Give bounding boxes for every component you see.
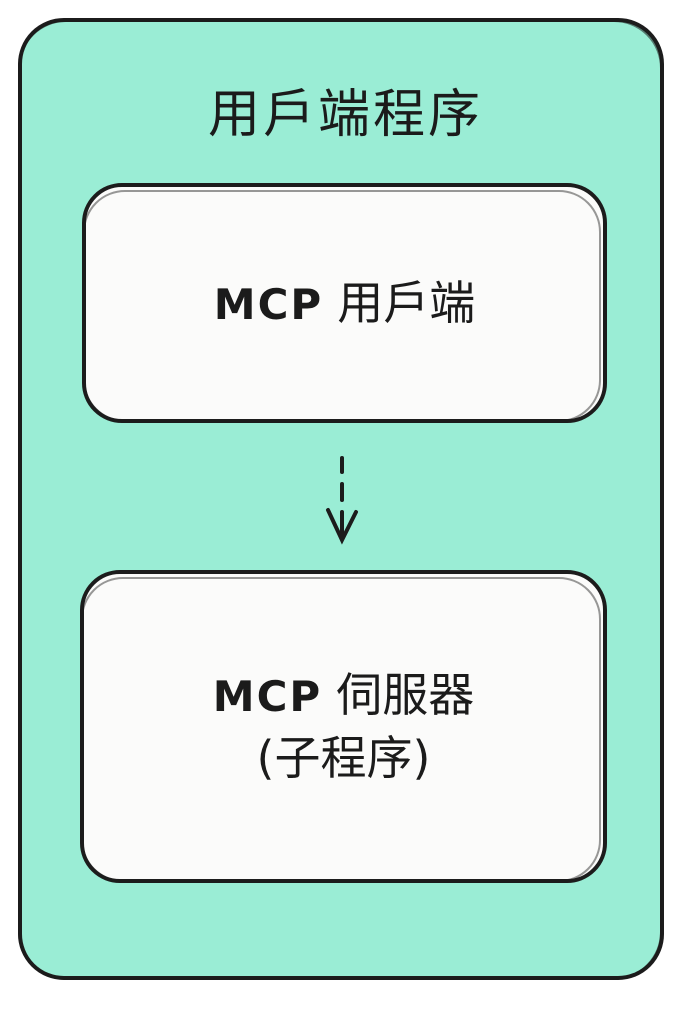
dashed-down-arrow [326,456,358,545]
mcp-server-note: (子程序) [256,730,431,785]
mcp-client-prefix: MCP [213,279,324,329]
mcp-server-title-line: MCP 伺服器 [213,664,474,726]
mcp-client-name: 用戶端 [337,275,476,330]
client-application-title: 用戶端程序 [207,85,483,145]
mcp-server-name: 伺服器 [336,668,475,723]
mcp-client-label: MCP 用戶端 [214,272,475,334]
mcp-server-prefix: MCP [212,672,323,722]
mcp-server-box: MCP 伺服器 (子程序) [80,570,607,883]
mcp-server-label: MCP 伺服器 (子程序) [213,664,474,788]
mcp-client-box: MCP 用戶端 [82,183,607,423]
